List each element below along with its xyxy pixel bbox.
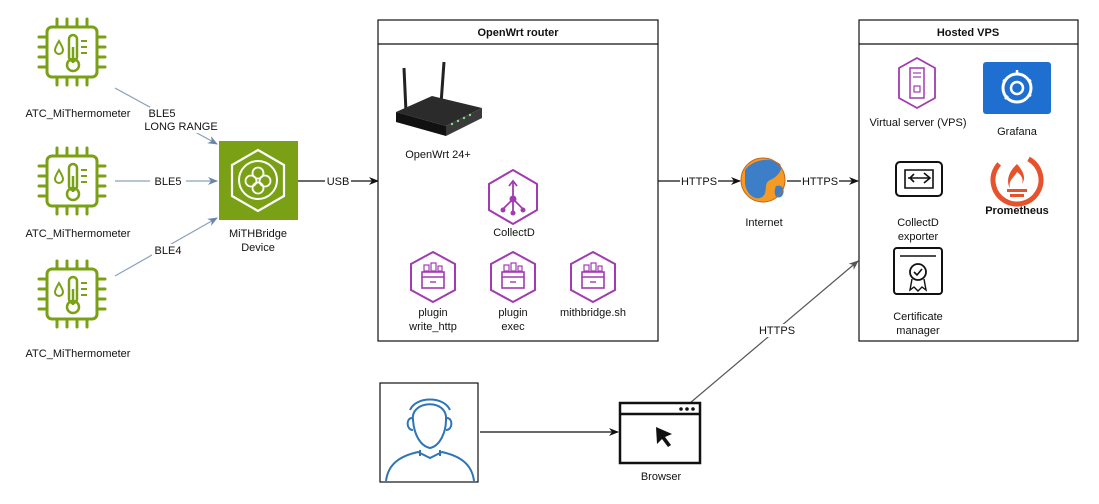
router-container: OpenWrt router OpenWrt 24+ — [377, 19, 659, 342]
plugin-exec[interactable]: plugin exec — [490, 251, 536, 333]
plugin-write-http[interactable]: plugin write_http — [408, 251, 457, 333]
https-browser-vps-label: HTTPS — [759, 325, 795, 337]
sensor-label: ATC_MiThermometer — [26, 228, 131, 240]
certmgr-label-line1: Certificate — [893, 311, 943, 323]
grafana[interactable]: Grafana — [983, 62, 1051, 138]
collectd[interactable]: CollectD — [488, 168, 538, 239]
certificate-icon — [893, 247, 943, 295]
grafana-label: Grafana — [997, 126, 1038, 138]
collectd-label: CollectD — [493, 227, 535, 239]
edge-labels: BLE5 LONG RANGE BLE5 BLE4 USB HTTPS HTTP… — [143, 107, 839, 337]
chip-thermometer-icon — [37, 17, 107, 87]
collectd-exporter[interactable]: CollectD exporter — [895, 161, 943, 243]
bridge-label-line2: Device — [241, 242, 275, 254]
user-icon — [385, 398, 475, 482]
plugin-exec-line1: plugin — [498, 307, 527, 319]
certmgr-label-line2: manager — [896, 325, 940, 337]
ble-middle-label: BLE5 — [155, 176, 182, 188]
vps-title: Hosted VPS — [937, 27, 999, 39]
ble-bottom-label: BLE4 — [155, 245, 182, 257]
plugin-write-http-line1: plugin — [418, 307, 447, 319]
plugin-write-http-line2: write_http — [408, 321, 457, 333]
https-router-internet-label: HTTPS — [681, 176, 717, 188]
https-internet-vps-label: HTTPS — [802, 176, 838, 188]
server-label: Virtual server (VPS) — [870, 117, 967, 129]
globe-icon — [740, 157, 786, 203]
exporter-label-line2: exporter — [898, 231, 939, 243]
openwrt-device-label: OpenWrt 24+ — [405, 149, 471, 161]
internet[interactable]: Internet — [740, 157, 786, 229]
server-icon — [898, 56, 936, 110]
bridge-label-line1: MiTHBridge — [229, 228, 287, 240]
ble-top-label-2: LONG RANGE — [144, 121, 217, 133]
prometheus-label: Prometheus — [985, 205, 1049, 217]
virtual-server[interactable]: Virtual server (VPS) — [870, 56, 967, 129]
internet-label: Internet — [745, 217, 782, 229]
browser[interactable]: Browser — [618, 401, 702, 483]
browser-label: Browser — [641, 471, 682, 483]
prometheus[interactable]: Prometheus — [984, 147, 1050, 217]
ble-top-label: BLE5 — [149, 108, 176, 120]
sensor-1[interactable]: ATC_MiThermometer — [26, 17, 131, 120]
browser-window-icon — [618, 401, 702, 465]
openwrt-device[interactable]: OpenWrt 24+ — [396, 61, 482, 161]
mithbridge-device[interactable]: MiTHBridge Device — [219, 141, 298, 254]
wifi-router-icon — [396, 61, 482, 136]
sensor-3[interactable]: ATC_MiThermometer — [26, 259, 131, 360]
script-label: mithbridge.sh — [560, 307, 626, 319]
bridge-icon — [219, 141, 298, 220]
usb-label: USB — [327, 176, 350, 188]
certificate-manager[interactable]: Certificate manager — [893, 247, 943, 337]
exporter-icon — [895, 161, 943, 197]
prometheus-icon — [990, 153, 1044, 207]
user[interactable] — [379, 382, 479, 483]
sensor-2[interactable]: ATC_MiThermometer — [26, 146, 131, 240]
sensor-label: ATC_MiThermometer — [26, 108, 131, 120]
router-title: OpenWrt router — [477, 27, 559, 39]
grafana-icon — [983, 62, 1051, 114]
plugin-exec-line2: exec — [501, 321, 525, 333]
vps-container: Hosted VPS Virtual server (VPS) Grafana — [858, 19, 1079, 342]
chip-thermometer-icon — [37, 259, 107, 329]
chip-thermometer-icon — [37, 146, 107, 216]
collectd-icon — [488, 168, 538, 226]
mithbridge-script[interactable]: mithbridge.sh — [560, 251, 626, 319]
sensor-label: ATC_MiThermometer — [26, 348, 131, 360]
exporter-label-line1: CollectD — [897, 217, 939, 229]
